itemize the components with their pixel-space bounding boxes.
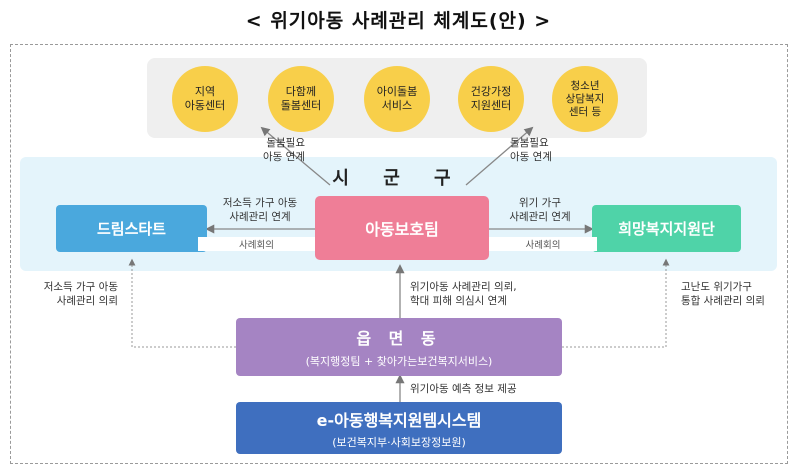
service-circle: 지역 아동센터 <box>172 66 238 132</box>
care-link-left-label: 돌봄필요 아동 연계 <box>263 137 305 163</box>
child-protection-box: 아동보호팀 <box>315 196 489 260</box>
dotted-arrow-to-hope-welfare <box>562 258 670 348</box>
sigungu-label: 시 군 구 <box>332 168 465 189</box>
service-circle: 다함께 돌봄센터 <box>268 66 334 132</box>
diagram-frame <box>10 44 788 464</box>
e-system-subtitle: (보건복지부·사회보장정보원) <box>332 435 466 449</box>
e-system-title: e-아동행복지원템시스템 <box>316 410 482 430</box>
crisis-household-link-label: 위기 가구 사례관리 연계 <box>509 197 571 223</box>
arrow-to-services-left <box>260 126 331 186</box>
dotted-arrow-to-dream-start <box>128 258 236 348</box>
eup-myeon-dong-subtitle: (복지행정팀 + 찾아가는보건복지서비스) <box>305 355 493 368</box>
e-system-box: e-아동행복지원템시스템 (보건복지부·사회보장정보원) <box>236 402 562 454</box>
care-link-right-label: 돌봄필요 아동 연계 <box>510 137 552 163</box>
difficulty-request-label: 고난도 위기가구 통합 사례관리 의뢰 <box>681 281 765 307</box>
dream-start-box: 드림스타트 <box>56 205 207 252</box>
low-income-link-label: 저소득 가구 아동 사례관리 연계 <box>222 197 298 223</box>
arrow-to-services-right <box>465 126 534 186</box>
low-income-request-label: 저소득 가구 아동 사례관리 의뢰 <box>43 281 118 307</box>
eup-myeon-dong-title: 읍 면 동 <box>356 329 442 348</box>
eup-myeon-dong-box: 읍 면 동 (복지행정팀 + 찾아가는보건복지서비스) <box>236 318 562 376</box>
case-meeting-right: 사례회의 <box>489 237 597 251</box>
service-circle: 아이돌봄 서비스 <box>364 66 430 132</box>
case-meeting-left: 사례회의 <box>198 237 315 251</box>
prediction-info-label: 위기아동 예측 정보 제공 <box>410 383 517 395</box>
service-circle: 청소년 상담복지 센터 등 <box>552 66 618 132</box>
service-circle: 건강가정 지원센터 <box>458 66 524 132</box>
hope-welfare-box: 희망복지지원단 <box>592 205 741 252</box>
page-title: < 위기아동 사례관리 체계도(안) > <box>245 10 552 32</box>
crisis-child-request-label: 위기아동 사례관리 의뢰, 학대 피해 의심시 연계 <box>410 281 517 307</box>
